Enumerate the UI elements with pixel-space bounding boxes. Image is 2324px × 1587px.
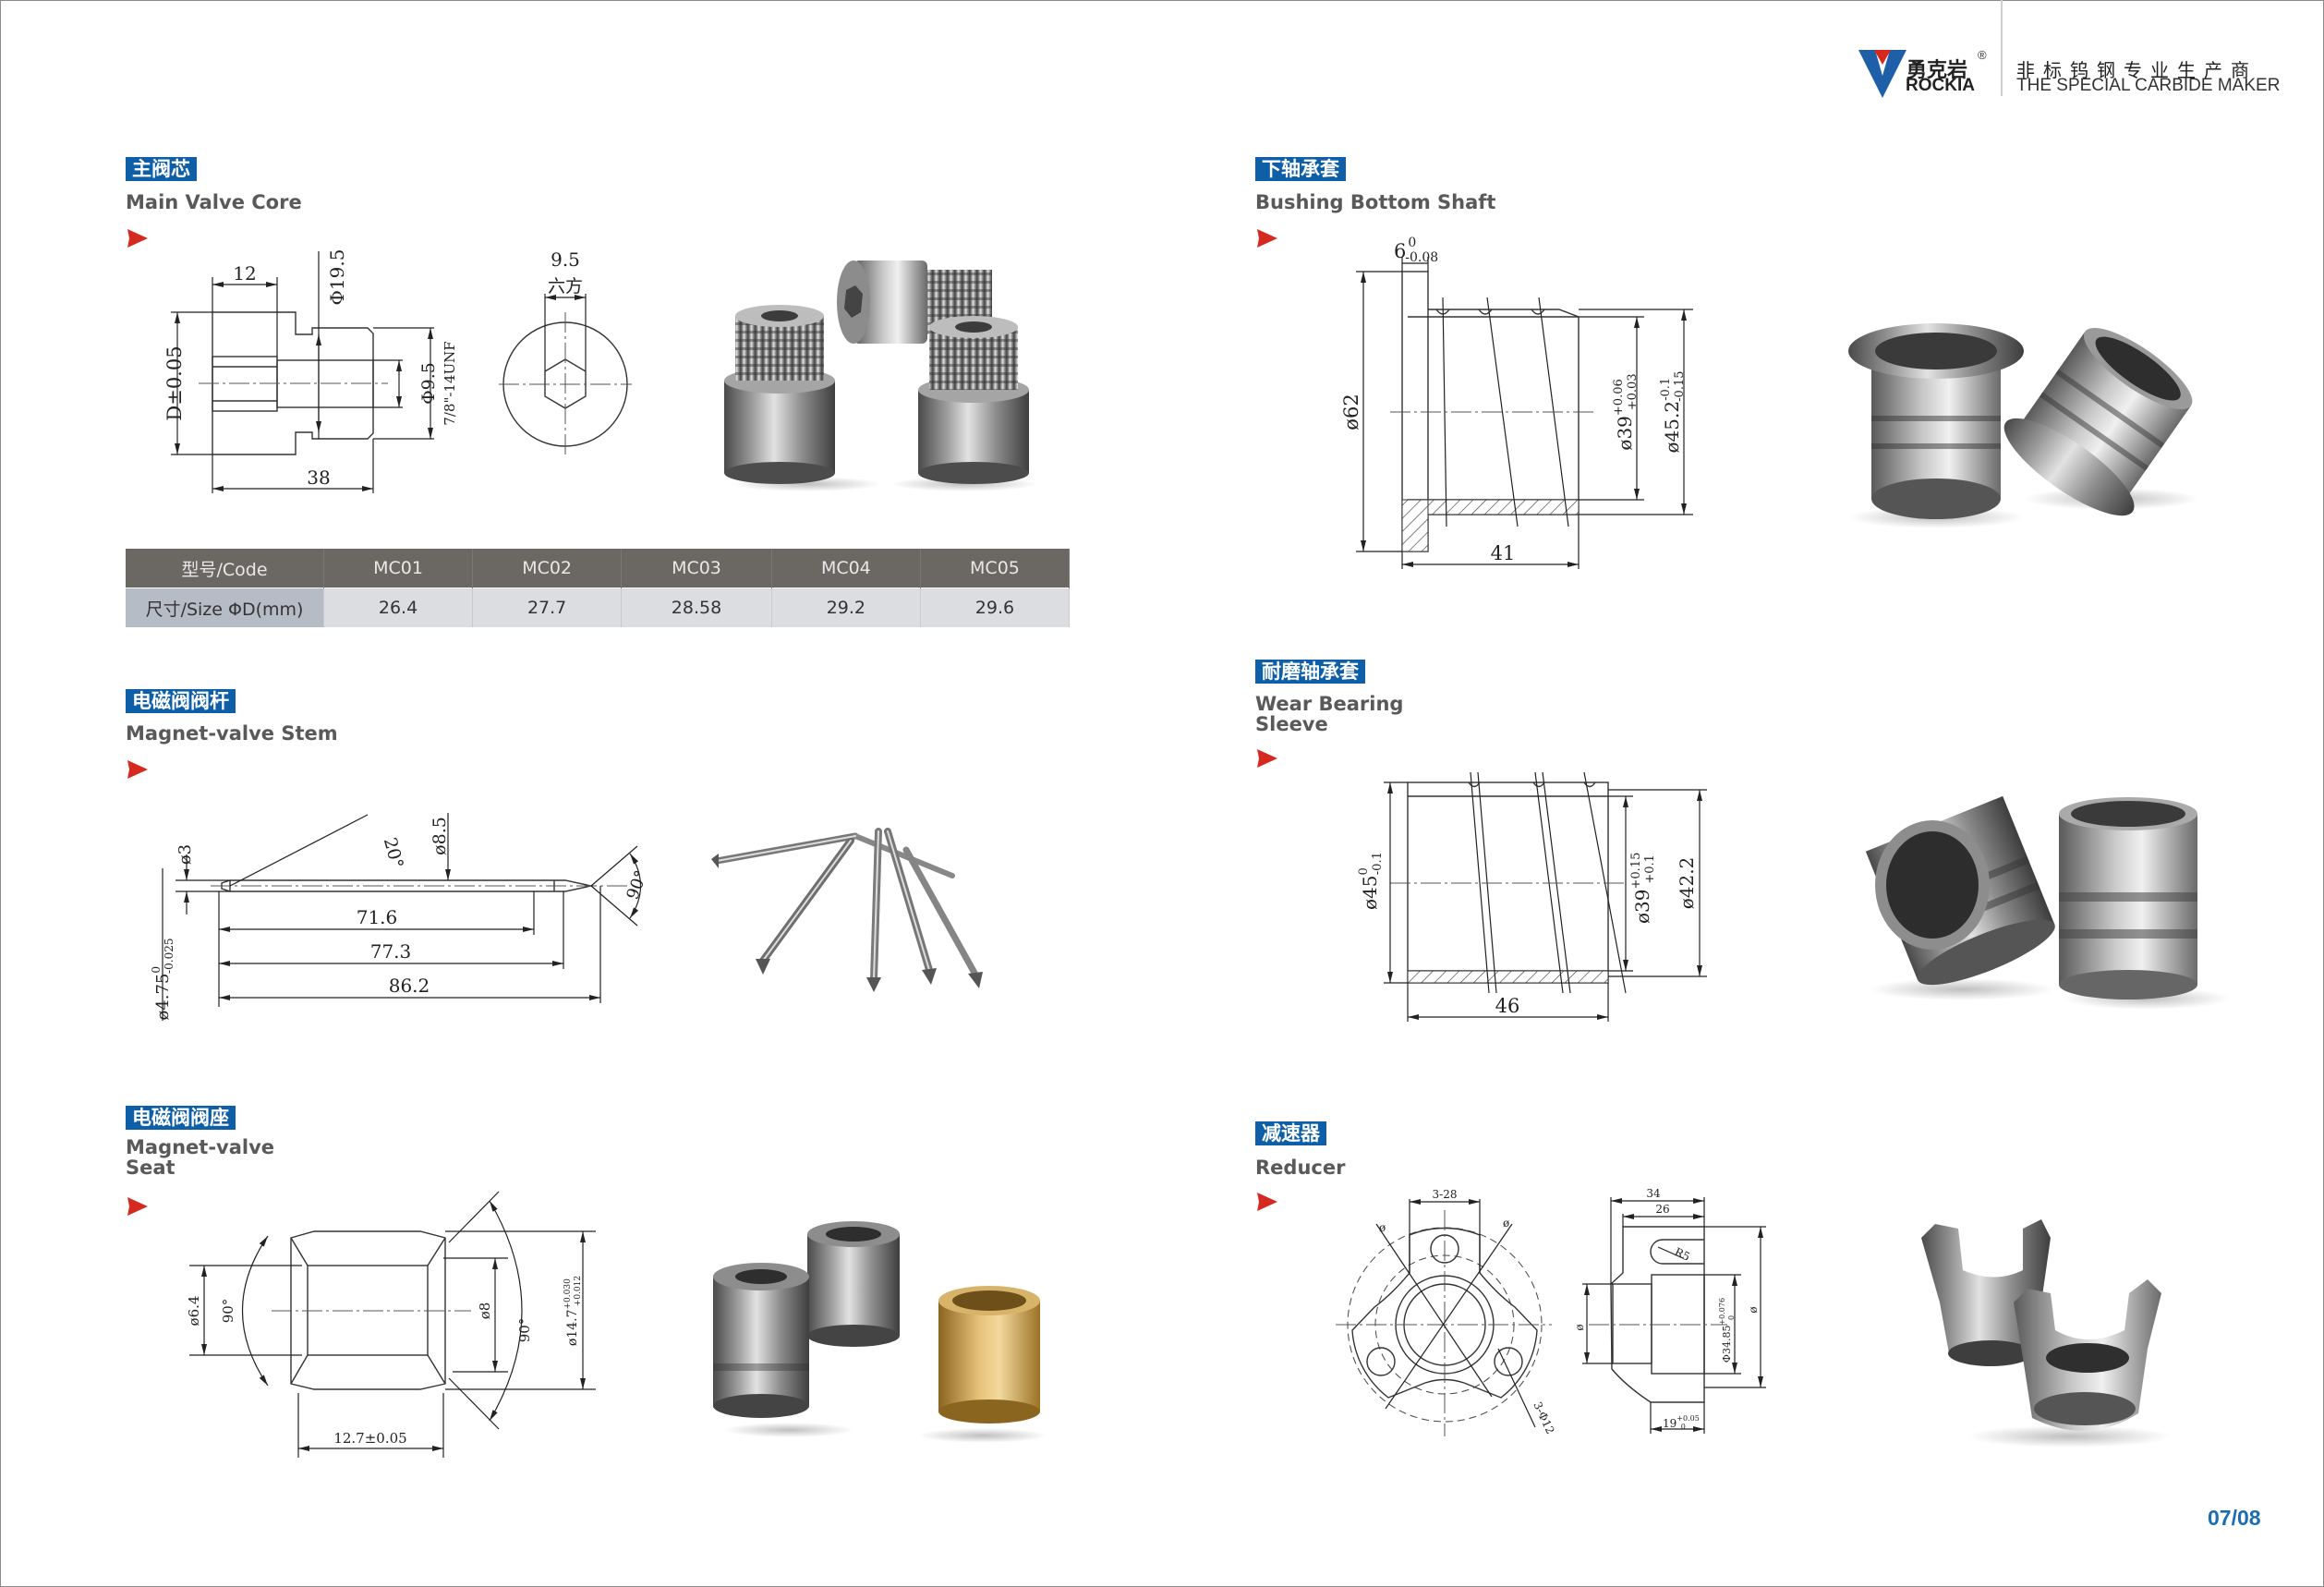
dim-r5: R5: [1673, 1245, 1692, 1264]
header-divider: [2001, 0, 2003, 96]
size-table: 型号/Code MC01 MC02 MC03 MC04 MC05 尺寸/Size…: [126, 549, 1071, 627]
dim-hex-label: 六方: [548, 276, 583, 297]
dim-phi-right: ø: [1503, 1217, 1509, 1230]
chevron-right-icon: [1257, 1193, 1277, 1211]
dim-angle-90: 90°: [623, 868, 652, 903]
dim-phi-left: ø: [1379, 1221, 1386, 1234]
table-row-label: 尺寸/Size ΦD(mm): [126, 588, 324, 627]
dim-12-7: 12.7±0.05: [333, 1430, 406, 1447]
table-header-row: 型号/Code MC01 MC02 MC03 MC04 MC05: [126, 549, 1071, 588]
chevron-right-icon: [127, 760, 148, 779]
reducer-photo: [1921, 1219, 2171, 1448]
rockia-v-logo-icon: [1858, 50, 1906, 98]
dim-phi-outer: ø: [1747, 1306, 1760, 1313]
bushing-bottom-shaft-photo: [1848, 323, 2199, 528]
section-title: Main Valve Core: [126, 191, 302, 213]
dim-77-3: 77.3: [370, 940, 412, 963]
dim-angle-90-left: 90°: [220, 1299, 236, 1324]
table-cell: 29.6: [920, 588, 1071, 627]
section-tag: 下轴承套: [1255, 157, 1346, 181]
dim-3-28: 3-28: [1433, 1188, 1458, 1201]
table-header-cell: MC01: [323, 549, 474, 588]
dim-angle-20: 20°: [380, 835, 407, 870]
section-tag: 耐磨轴承套: [1255, 660, 1365, 684]
table-cell: 26.4: [323, 588, 474, 627]
dim-hex-9-5: 9.5: [551, 248, 580, 271]
dim-86-2: 86.2: [389, 975, 430, 997]
table-header-cell: MC02: [472, 549, 623, 588]
section-title: Magnet-valve Seat: [126, 1136, 275, 1179]
dim-phi-6-4: ø6.4: [186, 1296, 202, 1327]
dim-phi-8: ø8: [477, 1302, 493, 1320]
dim-71-6: 71.6: [357, 906, 398, 928]
chevron-right-icon: [1257, 749, 1277, 768]
dim-phi-8-5: ø8.5: [430, 817, 450, 855]
table-cell: 28.58: [621, 588, 772, 627]
section-title: Reducer: [1255, 1157, 1346, 1179]
table-header-cell: MC05: [920, 549, 1071, 588]
table-header-cell: MC03: [621, 549, 772, 588]
page-number: 07/08: [2208, 1506, 2261, 1530]
wear-bearing-sleeve-photo: [1865, 795, 2230, 1010]
dim-phi-4-75: ø4.750-0.025: [150, 939, 176, 1021]
table-row: 尺寸/Size ΦD(mm) 26.4 27.7 28.58 29.2 29.6: [126, 588, 1071, 627]
table-header-cell: MC04: [771, 549, 921, 588]
section-title: Wear Bearing Sleeve: [1255, 693, 1404, 735]
section-tag: 电磁阀阀杆: [126, 689, 236, 713]
dim-phi-14-7: ø14.7+0.030+0.012: [563, 1276, 583, 1346]
dim-phi-45-2: ø45.2-0.1-0.15: [1659, 371, 1687, 454]
dim-phi-19-5: Φ19.5: [326, 249, 348, 306]
dim-phi-39: ø39+0.06+0.03: [1612, 373, 1640, 450]
table-header-label: 型号/Code: [126, 549, 324, 588]
dim-3-phi-12: 3-Φ12: [1531, 1399, 1556, 1436]
main-valve-core-drawing: D±0.05 12 Φ19.5 Φ9.5 7/8"-14UNF 38 9.5 六…: [163, 248, 632, 493]
registered-mark: ®: [1978, 48, 1987, 62]
dim-38: 38: [307, 466, 330, 489]
dim-phi-34-85: Φ34.85+0.0760: [1718, 1298, 1736, 1363]
section-tag: 电磁阀阀座: [126, 1106, 236, 1130]
dim-phi-62: ø62: [1340, 394, 1362, 430]
reducer-drawing: 3-28 ø ø 3-Φ12 34 26 R5 ø Φ34.85+0.0760 …: [1336, 1187, 1766, 1436]
dim-phi-42-2: ø42.2: [1676, 857, 1698, 910]
dim-34: 34: [1646, 1187, 1661, 1200]
magnet-valve-seat-drawing: ø6.4 90° ø8 90° ø14.7+0.030+0.012 12.7±0…: [186, 1191, 596, 1458]
dim-d-tolerance: D±0.05: [163, 345, 186, 420]
dim-phi-bore: ø: [1573, 1324, 1586, 1330]
wear-bearing-sleeve-drawing: ø450-0.1 ø39+0.15+0.1 ø42.2 46: [1358, 771, 1707, 1022]
dim-phi-45: ø450-0.1: [1358, 852, 1385, 910]
main-valve-core-photo: [724, 260, 1038, 491]
logo-chinese-name: 勇克岩: [1906, 58, 1968, 82]
section-title: Bushing Bottom Shaft: [1255, 191, 1496, 213]
dim-thread-unf: 7/8"-14UNF: [442, 341, 458, 425]
table-cell: 29.2: [771, 588, 921, 627]
chevron-right-icon: [127, 229, 148, 248]
section-tag: 减速器: [1255, 1121, 1326, 1145]
chevron-right-icon: [1257, 229, 1277, 248]
dim-46: 46: [1495, 995, 1520, 1017]
magnet-valve-seat-photo: [713, 1221, 1047, 1442]
dim-41: 41: [1491, 542, 1516, 564]
section-tag: 主阀芯: [126, 157, 197, 181]
tagline-english: THE SPECIAL CARBIDE MAKER: [2016, 76, 2281, 95]
magnet-valve-stem-photo: [711, 828, 983, 992]
logo-english-name: ROCKIA: [1906, 76, 1975, 95]
dim-phi-3: ø3: [176, 844, 195, 865]
dim-12: 12: [233, 262, 256, 285]
table-cell: 27.7: [472, 588, 623, 627]
dim-angle-90-right: 90°: [516, 1318, 533, 1343]
tagline-chinese: 非标钨钢专业生产商: [2016, 59, 2257, 81]
dim-26: 26: [1655, 1203, 1669, 1216]
magnet-valve-stem-drawing: 20° ø8.5 ø3 ø4.750-0.025 71.6 77.3 86.2 …: [150, 813, 652, 1021]
chevron-right-icon: [127, 1197, 148, 1216]
dim-phi-39: ø39+0.15+0.1: [1629, 853, 1657, 924]
dim-phi-9-5: Φ9.5: [418, 362, 439, 405]
section-title: Magnet-valve Stem: [126, 722, 338, 745]
